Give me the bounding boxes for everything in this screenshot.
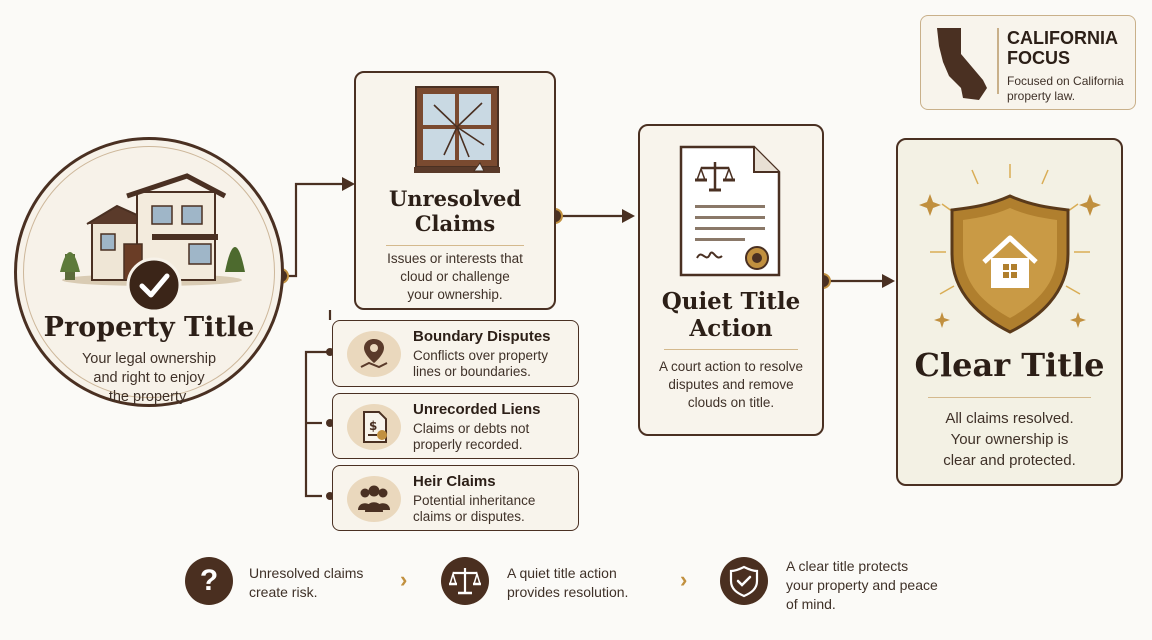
chevron-right-icon: › [400,567,408,592]
summary-resolution-text: A quiet title action provides resolution… [507,565,629,600]
broken-window-icon [414,86,500,173]
svg-text:$: $ [369,419,377,433]
map-pin-icon [360,339,388,369]
shield-house-icon [919,164,1101,334]
clear-title-desc: All claims resolved. Your ownership is c… [943,410,1076,469]
quiet-title-heading: Quiet Title Action [661,288,801,342]
question-icon: ? [185,557,233,605]
california-map-icon [937,28,987,100]
property-title-node: Property Title Your legal ownership and … [14,137,284,407]
heir-claims-card: Heir Claims Potential inheritance claims… [332,465,579,531]
check-badge-icon [126,257,182,313]
boundary-disputes-card: Boundary Disputes Conflicts over propert… [332,320,579,387]
court-document-icon [679,145,781,277]
unresolved-claims-heading: Unresolved Claims [388,186,522,236]
heirs-group-icon [358,485,390,512]
lien-document-icon: $ [363,411,387,443]
summary-risk-text: Unresolved claims create risk. [249,565,364,600]
heir-claims-title: Heir Claims [413,473,496,490]
summary-protection-text: A clear title protects your property and… [786,558,938,612]
unrecorded-liens-desc: Claims or debts not properly recorded. [413,421,530,452]
property-title-heading: Property Title [43,312,255,343]
california-focus-title: CALIFORNIA FOCUS [1007,28,1118,68]
unrecorded-liens-title: Unrecorded Liens [413,401,541,418]
shield-check-icon [720,557,768,605]
scales-icon [441,557,489,605]
heir-claims-desc: Potential inheritance claims or disputes… [413,493,536,524]
clear-title-card: Clear Title All claims resolved. Your ow… [896,138,1123,486]
quiet-title-card: Quiet Title Action A court action to res… [638,124,824,436]
unresolved-claims-card: Unresolved Claims Issues or interests th… [354,71,556,310]
california-focus-desc: Focused on California property law. [1007,74,1124,103]
california-focus-badge: CALIFORNIA FOCUS Focused on California p… [920,15,1136,110]
quiet-title-desc: A court action to resolve disputes and r… [658,359,804,410]
unresolved-claims-desc: Issues or interests that cloud or challe… [387,251,523,302]
unrecorded-liens-card: $ Unrecorded Liens Claims or debts not p… [332,393,579,459]
property-title-desc: Your legal ownership and right to enjoy … [81,351,217,405]
boundary-disputes-desc: Conflicts over property lines or boundar… [413,348,549,379]
clear-title-heading: Clear Title [914,346,1105,384]
chevron-right-icon: › [680,567,688,592]
boundary-disputes-title: Boundary Disputes [413,328,551,345]
